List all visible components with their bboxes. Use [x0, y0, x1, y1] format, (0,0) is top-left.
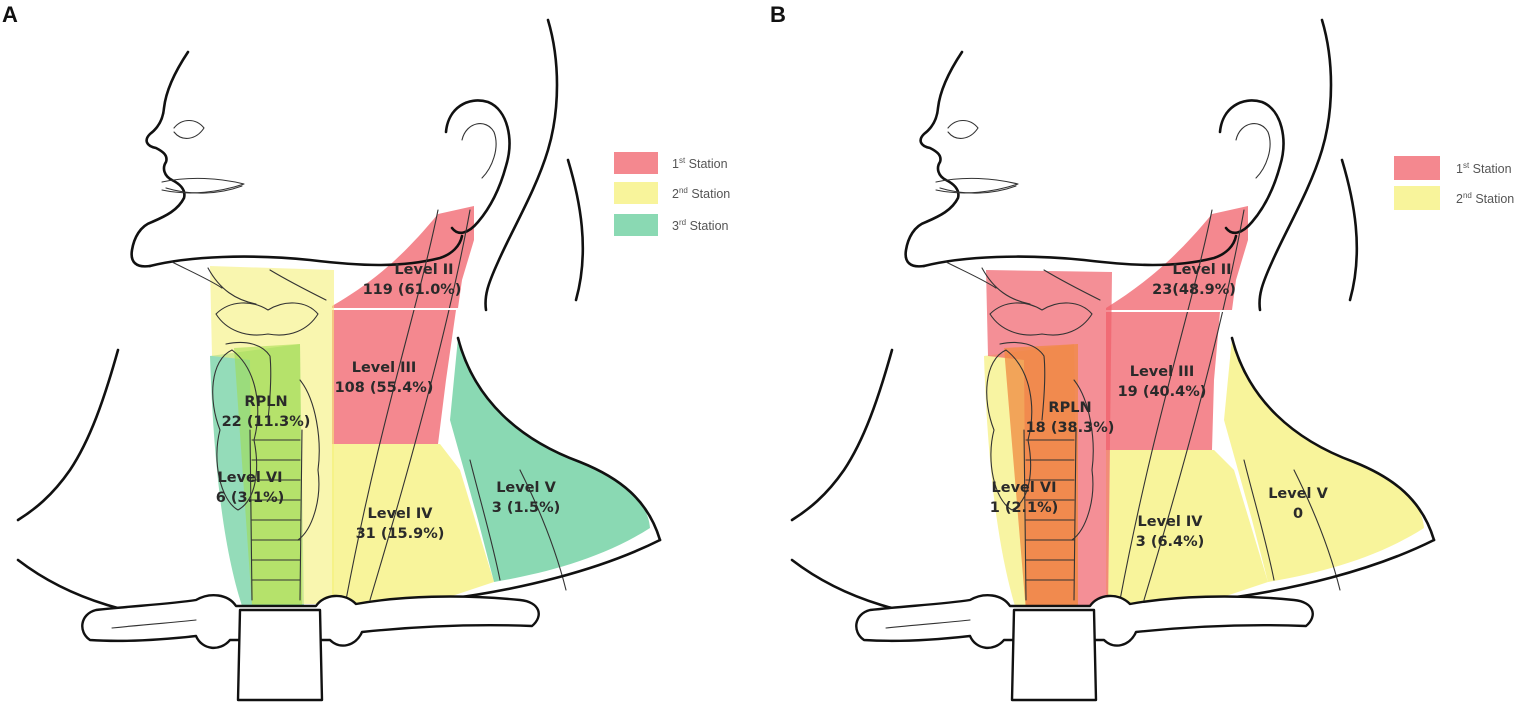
legend-swatch-1st	[1394, 156, 1440, 180]
label-rpln-name: RPLN	[1048, 400, 1091, 416]
region-level-iii-fill	[1106, 312, 1220, 450]
legend-swatch-3rd	[614, 214, 658, 236]
label-level-v-value: 3 (1.5%)	[492, 500, 561, 516]
legend: 1st Station 2nd Station 3rd Station	[614, 152, 730, 236]
label-level-v-name: Level V	[1268, 486, 1328, 502]
panel-b: B Level II 23(48.9%) Level III 19 (40.4%…	[770, 2, 1514, 702]
legend: 1st Station 2nd Station	[1394, 156, 1514, 210]
label-level-iii-name: Level III	[1130, 364, 1195, 380]
legend-label-3rd: 3rd Station	[672, 218, 729, 233]
label-level-ii-value: 119 (61.0%)	[363, 282, 462, 298]
label-level-v-name: Level V	[496, 480, 556, 496]
label-level-iii-value: 19 (40.4%)	[1118, 384, 1207, 400]
label-rpln-name: RPLN	[244, 394, 287, 410]
label-level-iv-name: Level IV	[1138, 514, 1204, 530]
region-overlap-fill	[1004, 344, 1078, 612]
label-level-v-value: 0	[1293, 506, 1303, 522]
region-level-v-fill	[1224, 338, 1424, 582]
label-level-iii-value: 108 (55.4%)	[335, 380, 434, 396]
region-level-ii-fill	[332, 206, 474, 308]
label-level-iv-value: 3 (6.4%)	[1136, 534, 1205, 550]
panel-a: A Level II 119 (61.0%) Level III 108 (55…	[2, 2, 730, 702]
region-level-iv-fill	[1106, 450, 1268, 604]
label-level-ii-value: 23(48.9%)	[1152, 282, 1236, 298]
label-rpln-value: 18 (38.3%)	[1026, 420, 1115, 436]
legend-label-2nd: 2nd Station	[672, 186, 730, 201]
label-level-vi-value: 1 (2.1%)	[990, 500, 1059, 516]
label-level-vi-name: Level VI	[992, 480, 1057, 496]
label-level-ii-name: Level II	[394, 262, 453, 278]
legend-label-2nd: 2nd Station	[1456, 191, 1514, 206]
region-level-v-fill	[450, 338, 650, 582]
legend-label-1st: 1st Station	[672, 156, 728, 171]
label-level-iv-name: Level IV	[368, 506, 434, 522]
label-level-ii-name: Level II	[1172, 262, 1231, 278]
label-level-vi-name: Level VI	[218, 470, 283, 486]
region-level-iii-fill	[332, 310, 456, 444]
label-level-vi-value: 6 (3.1%)	[216, 490, 285, 506]
label-rpln-value: 22 (11.3%)	[222, 414, 311, 430]
label-level-iv-value: 31 (15.9%)	[356, 526, 445, 542]
panel-letter: B	[770, 2, 786, 27]
legend-swatch-2nd	[1394, 186, 1440, 210]
panel-letter: A	[2, 2, 18, 27]
label-level-iii-name: Level III	[352, 360, 417, 376]
legend-swatch-2nd	[614, 182, 658, 204]
region-level-ii-fill	[1106, 206, 1248, 310]
region-level-v	[450, 338, 650, 582]
legend-swatch-1st	[614, 152, 658, 174]
legend-label-1st: 1st Station	[1456, 161, 1512, 176]
region-level-iv-fill	[332, 444, 494, 604]
